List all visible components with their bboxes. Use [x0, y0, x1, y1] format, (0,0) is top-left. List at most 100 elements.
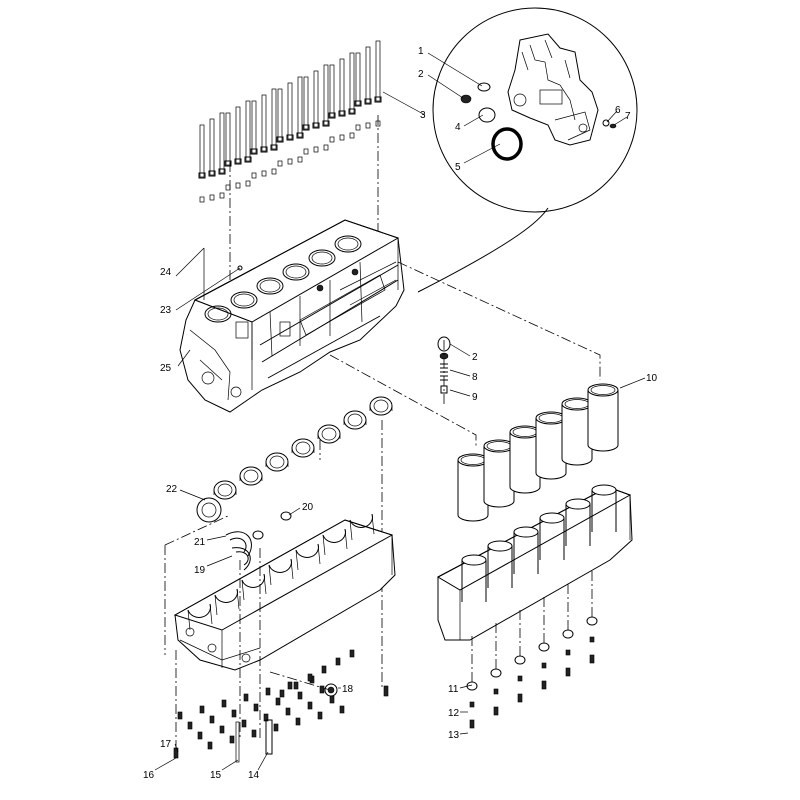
cylinder-bore [334, 235, 362, 253]
head-bolt [260, 94, 268, 177]
bearing-saddle [349, 513, 375, 541]
head-bolt [198, 124, 206, 203]
head-bolt [270, 88, 278, 175]
callout-9: 9 [472, 392, 478, 403]
bearing-bolt [297, 691, 303, 700]
cylinder-bore [308, 249, 336, 267]
cylinder-bore [256, 277, 284, 295]
bearing-bolt [317, 711, 323, 720]
callout-1: 1 [418, 46, 424, 57]
cylinder-liner [587, 383, 619, 452]
bearing-bolt [209, 715, 215, 724]
cylinder-liner [509, 425, 541, 494]
main-bearing-bolts [173, 649, 389, 763]
bearing-bolt [307, 701, 313, 710]
callout-10: 10 [646, 373, 658, 384]
bearing-bolt [285, 707, 291, 716]
seal-4 [478, 107, 496, 123]
callout-19: 19 [194, 565, 206, 576]
main-bearing-shell [343, 410, 367, 430]
bearing-bolt [243, 693, 249, 702]
bearing-bolt [231, 709, 237, 718]
front-cover-housing [507, 33, 599, 146]
head-bolt [208, 118, 216, 201]
cylinder-block [175, 219, 405, 413]
callout-14: 14 [248, 770, 260, 781]
bearing-bolt [287, 681, 293, 690]
o-ring-5 [491, 127, 523, 161]
main-bearing-shell [213, 480, 237, 500]
bearing-saddle [187, 603, 213, 631]
callout-3: 3 [420, 110, 426, 121]
detail-pointer [417, 207, 549, 293]
bearing-saddle [214, 588, 240, 616]
callout-25: 25 [160, 363, 172, 374]
bearing-bolt [329, 695, 335, 704]
bearing-bolt [199, 705, 205, 714]
bearing-saddle [268, 558, 294, 586]
plug-2 [460, 94, 472, 104]
installed-liner [565, 498, 591, 546]
callout-17: 17 [160, 739, 172, 750]
bearing-bolt [339, 705, 345, 714]
main-bearing-shell [291, 438, 315, 458]
piston-cooling-nozzle [586, 571, 598, 664]
installed-liner [591, 484, 617, 532]
connector-lower [329, 354, 477, 448]
callout-22: 22 [166, 484, 178, 495]
head-bolt [234, 106, 242, 189]
piston-cooling-nozzle [562, 584, 574, 677]
callout-13: 13 [448, 730, 460, 741]
head-bolt [354, 52, 362, 131]
bearing-saddle [322, 528, 348, 556]
callout-7: 7 [625, 111, 631, 122]
bearing-bolt [221, 699, 227, 708]
thrust-parts [179, 489, 341, 697]
bearing-bolt [253, 703, 259, 712]
bearing-bolt [273, 723, 279, 732]
head-bolt [328, 64, 336, 143]
cylinder-liners [457, 383, 619, 522]
callout-23: 23 [160, 305, 172, 316]
main-bearing-shell [265, 452, 289, 472]
head-bolt [244, 100, 252, 187]
head-bolt [312, 70, 320, 153]
relief-valve-parts [437, 336, 471, 405]
head-bolt [250, 100, 258, 179]
connector-liners [397, 261, 601, 380]
bearing-bolt [241, 719, 247, 728]
callout-6: 6 [615, 105, 621, 116]
washer-6 [602, 119, 610, 127]
main-bearing-shell [239, 466, 263, 486]
o-ring-1 [477, 82, 491, 92]
block-liner-assembly [436, 484, 633, 641]
bearing-bolt [295, 717, 301, 726]
head-bolt [296, 76, 304, 163]
callout-12: 12 [448, 708, 460, 719]
head-bolt [338, 58, 346, 141]
callout-21: 21 [194, 537, 206, 548]
callout-15: 15 [210, 770, 222, 781]
bearing-bolt [207, 741, 213, 750]
main-bearing-shell [369, 396, 393, 416]
bearing-bolt [251, 729, 257, 738]
callout-24: 24 [160, 267, 172, 278]
head-bolt [224, 112, 232, 191]
bearing-bolt [275, 697, 281, 706]
installed-liner [461, 554, 487, 602]
piston-cooling-nozzle [490, 623, 502, 716]
callout-2-valve: 2 [472, 352, 478, 363]
callout-5: 5 [455, 162, 461, 173]
installed-liner [513, 526, 539, 574]
bearing-bolt [265, 687, 271, 696]
piston-cooling-nozzle [466, 636, 478, 729]
bearing-bolt [219, 725, 225, 734]
callout-8: 8 [472, 372, 478, 383]
bearing-bolt [187, 721, 193, 730]
head-bolt [286, 82, 294, 165]
main-bearing-shell [317, 424, 341, 444]
head-bolt [364, 46, 372, 129]
crankcase-lower [164, 513, 396, 758]
callout-20: 20 [302, 502, 314, 513]
